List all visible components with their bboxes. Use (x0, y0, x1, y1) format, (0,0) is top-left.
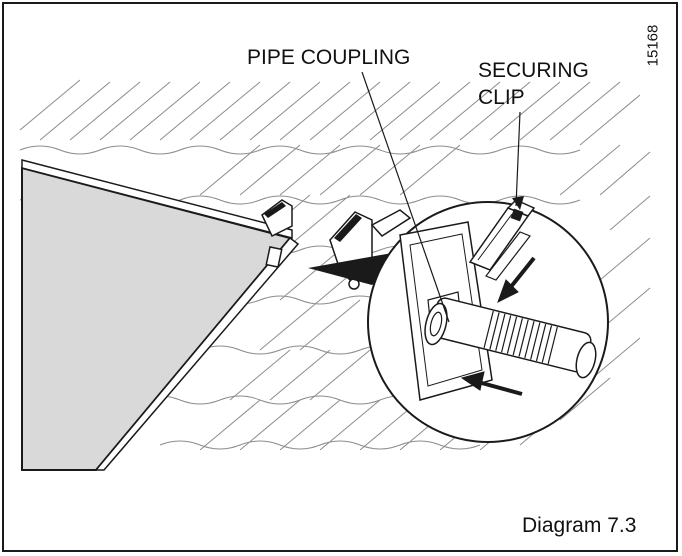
mounting-bracket-left (261, 199, 293, 238)
direction-arrows (460, 256, 536, 396)
leader-lines (361, 71, 521, 323)
arrow-left (477, 380, 523, 396)
securing-clip-label-line1: SECURING (478, 59, 589, 82)
arrow-down-left (508, 256, 536, 290)
securing-clip-leader-tip (512, 196, 524, 210)
securing-clip-label-line2: CLIP (478, 86, 525, 109)
securing-clip (468, 199, 536, 281)
pipe-coupling (424, 297, 597, 379)
pipe-coupling-label: PIPE COUPLING (247, 46, 411, 69)
diagram-caption: Diagram 7.3 (522, 514, 637, 537)
solar-collector-panel (21, 159, 300, 471)
reference-number: 15168 (644, 24, 662, 67)
